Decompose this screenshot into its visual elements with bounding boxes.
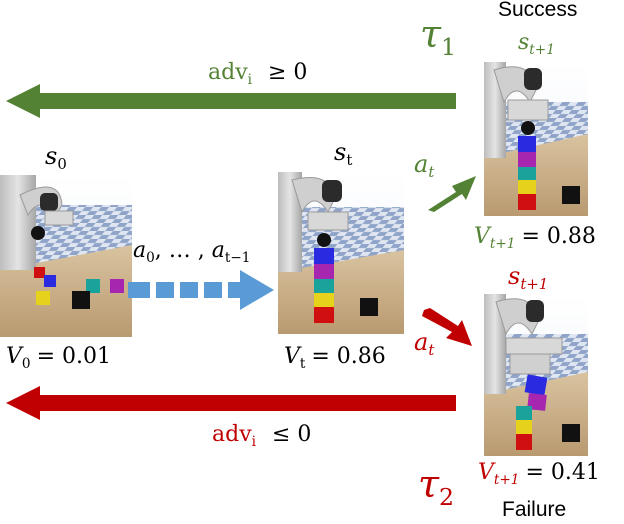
v0-label: V0= 0.01 [6,344,111,372]
success-action-arrow [428,176,476,212]
current-state-image [278,172,404,334]
adv-negative-label: advi≤ 0 [212,422,312,450]
vt-label: Vt= 0.86 [284,344,386,372]
v-failure-label: Vt+1= 0.41 [478,460,600,488]
tau2-label: τ2 [418,462,455,512]
initial-state-image [0,175,132,337]
tau1-label: τ1 [420,12,457,62]
st-label: st [334,138,353,170]
advantage-positive-arrow [6,84,456,118]
s-next-failure-label: st+1 [508,262,549,294]
action-sequence-label: a0, … , at−1 [133,238,251,266]
action-rollout-arrow [128,270,274,310]
v-success-label: Vt+1= 0.88 [474,224,596,252]
success-next-state-image [484,62,588,216]
action-failure-label: at [414,328,435,360]
failure-action-arrow [422,308,472,346]
success-label: Success [498,0,578,21]
s0-label: s0 [45,142,67,174]
advantage-negative-arrow [6,386,456,420]
action-success-label: at [414,150,435,182]
s-next-success-label: st+1 [518,30,555,58]
failure-label: Failure [502,498,567,521]
adv-positive-label: advi≥ 0 [208,60,308,88]
failure-next-state-image [484,294,588,456]
